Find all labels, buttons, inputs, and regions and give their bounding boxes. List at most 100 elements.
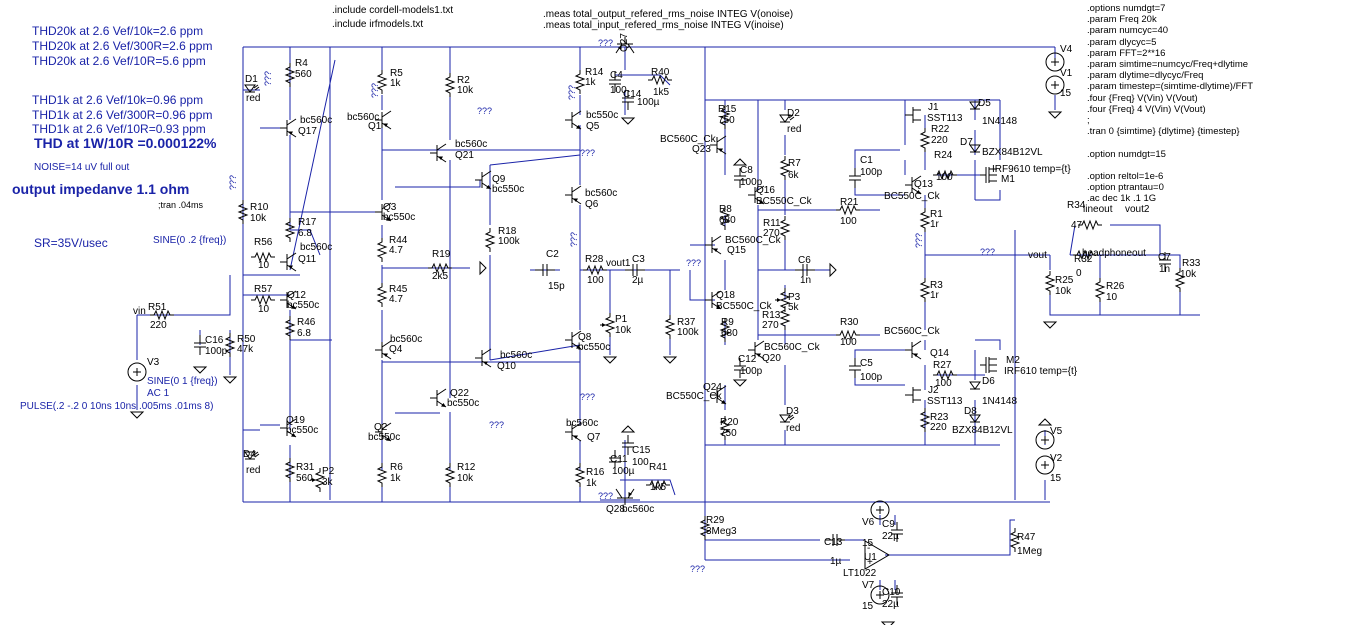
value-r18: 100k: [498, 236, 521, 247]
label-p1: P1: [615, 314, 628, 325]
value-d2: red: [787, 124, 801, 135]
directive-line: .param numcyc=40: [1087, 25, 1169, 37]
value-q11: bc560c: [300, 242, 332, 253]
svg-text:???: ???: [228, 175, 238, 190]
value-q19: bc550c: [286, 425, 318, 436]
value-p3: 5k: [788, 302, 800, 313]
directive-line: .ac dec 1k .1 1G: [1087, 193, 1157, 205]
directive-line: .tran 0 {simtime} {dlytime} {timestep}: [1087, 126, 1240, 138]
net-lineout: lineout: [1083, 204, 1113, 215]
directive-line: .param timestep=(simtime-dlytime)/FFT: [1087, 81, 1254, 93]
value-r8: 680: [719, 215, 736, 226]
slew-note: SR=35V/usec: [34, 236, 108, 250]
label-r1: R1: [930, 209, 943, 220]
label-q5: Q5: [586, 121, 600, 132]
value-c14: 100µ: [637, 97, 660, 108]
value-c6: 1n: [800, 275, 811, 286]
value-q3: bc550c: [383, 212, 415, 223]
value-c12: 100p: [740, 366, 763, 377]
label-u1: U1: [864, 552, 877, 563]
net-vout1: vout1: [606, 258, 631, 269]
value-r33: 10k: [1180, 269, 1197, 280]
svg-text:???: ???: [690, 564, 705, 574]
value-r16: 1k: [586, 478, 598, 489]
svg-text:???: ???: [598, 38, 613, 48]
label-d1: D1: [245, 74, 258, 85]
value-q5: bc550c: [586, 110, 618, 121]
label-r56: R56: [254, 237, 273, 248]
directive-line: .options numdgt=7: [1087, 3, 1166, 14]
value-r50: 47k: [237, 344, 254, 355]
value-j2: SST113: [927, 396, 963, 407]
label-q28: Q28: [606, 504, 625, 515]
label-r40: R40: [651, 67, 670, 78]
label-r28: R28: [585, 254, 604, 265]
directive-line: .param dlytime=dlycyc/Freq: [1087, 70, 1204, 82]
svg-text:???: ???: [686, 258, 701, 268]
label-q10: Q10: [497, 361, 516, 372]
label-r30: R30: [840, 317, 859, 328]
value-r11: 270: [763, 228, 780, 239]
label-j1: J1: [928, 102, 939, 113]
label-q23: Q23: [692, 144, 711, 155]
directive-line: [1087, 137, 1253, 148]
net-vout: vout: [1028, 250, 1047, 261]
value-q13: BC550C_Ck: [884, 191, 941, 202]
label-r18: R18: [498, 226, 517, 237]
value-c7: 1n: [1159, 264, 1170, 275]
value-r9: 680: [721, 328, 738, 339]
label-c5: C5: [860, 358, 873, 369]
label-q11: Q11: [298, 254, 317, 265]
value-r17: 6.8: [298, 228, 312, 239]
label-r50: R50: [237, 334, 256, 345]
net-vin: vin: [133, 306, 146, 317]
label-c16: C16: [205, 335, 224, 346]
label-p3: P3: [788, 292, 801, 303]
svg-text:???: ???: [914, 233, 924, 248]
label-c14: C14: [623, 89, 642, 100]
svg-text:???: ???: [980, 247, 995, 257]
value-r29: 3Meg3: [706, 526, 737, 537]
directive-line: .four {Freq} V(Vin) V(Vout): [1087, 92, 1198, 104]
label-r29: R29: [706, 515, 725, 526]
value-c13: 1µ: [830, 556, 842, 567]
label-r37: R37: [677, 317, 696, 328]
label-r51: R51: [148, 302, 167, 313]
directive-line: ;: [1087, 115, 1090, 127]
value-r5: 1k: [390, 78, 402, 89]
label-c8: C8: [740, 165, 753, 176]
directive-line: .four {Freq} 4 V(Vin) V(Vout): [1087, 103, 1206, 115]
label-r21: R21: [840, 197, 859, 208]
label-r3: R3: [930, 280, 943, 291]
value-m2: IRF610 temp={t}: [1004, 366, 1078, 377]
thd20k-line-3: THD20k at 2.6 Vef/10R=5.6 ppm: [32, 54, 206, 68]
value-c4: 100: [610, 85, 627, 96]
value-q16: BC550C_Ck: [756, 196, 813, 207]
value-q21: bc560c: [455, 139, 487, 150]
value-p2: 3k: [322, 477, 334, 488]
label-q17: Q17: [298, 126, 317, 137]
label-q8: Q8: [578, 332, 592, 343]
label-c4: C4: [610, 70, 623, 81]
label-q7: Q7: [587, 432, 601, 443]
label-v2: V2: [1050, 453, 1063, 464]
label-v7: V7: [862, 580, 875, 591]
directive-line: .option reltol=1e-6: [1087, 171, 1164, 183]
label-c11: C11: [610, 454, 628, 465]
directive-line: [1087, 160, 1253, 171]
value-r21: 100: [840, 216, 857, 227]
label-c12: C12: [738, 354, 757, 365]
directive-line: .param dlycyc=5: [1087, 36, 1157, 48]
thd1k-line-3: THD1k at 2.6 Vef/10R=0.93 ppm: [32, 122, 206, 136]
label-q3: Q3: [383, 202, 397, 213]
value-v6: 15: [862, 538, 874, 549]
value-r26: 10: [1106, 292, 1118, 303]
svg-text:???: ???: [477, 106, 492, 116]
label-d5: D5: [978, 98, 991, 109]
directive-line: .option numdgt=15: [1087, 148, 1166, 160]
value-q6: bc560c: [585, 188, 617, 199]
value-q14: BC560C_Ck: [884, 326, 941, 337]
svg-text:???: ???: [569, 232, 579, 247]
svg-text:???: ???: [370, 83, 380, 98]
label-c10: C10: [882, 587, 901, 598]
